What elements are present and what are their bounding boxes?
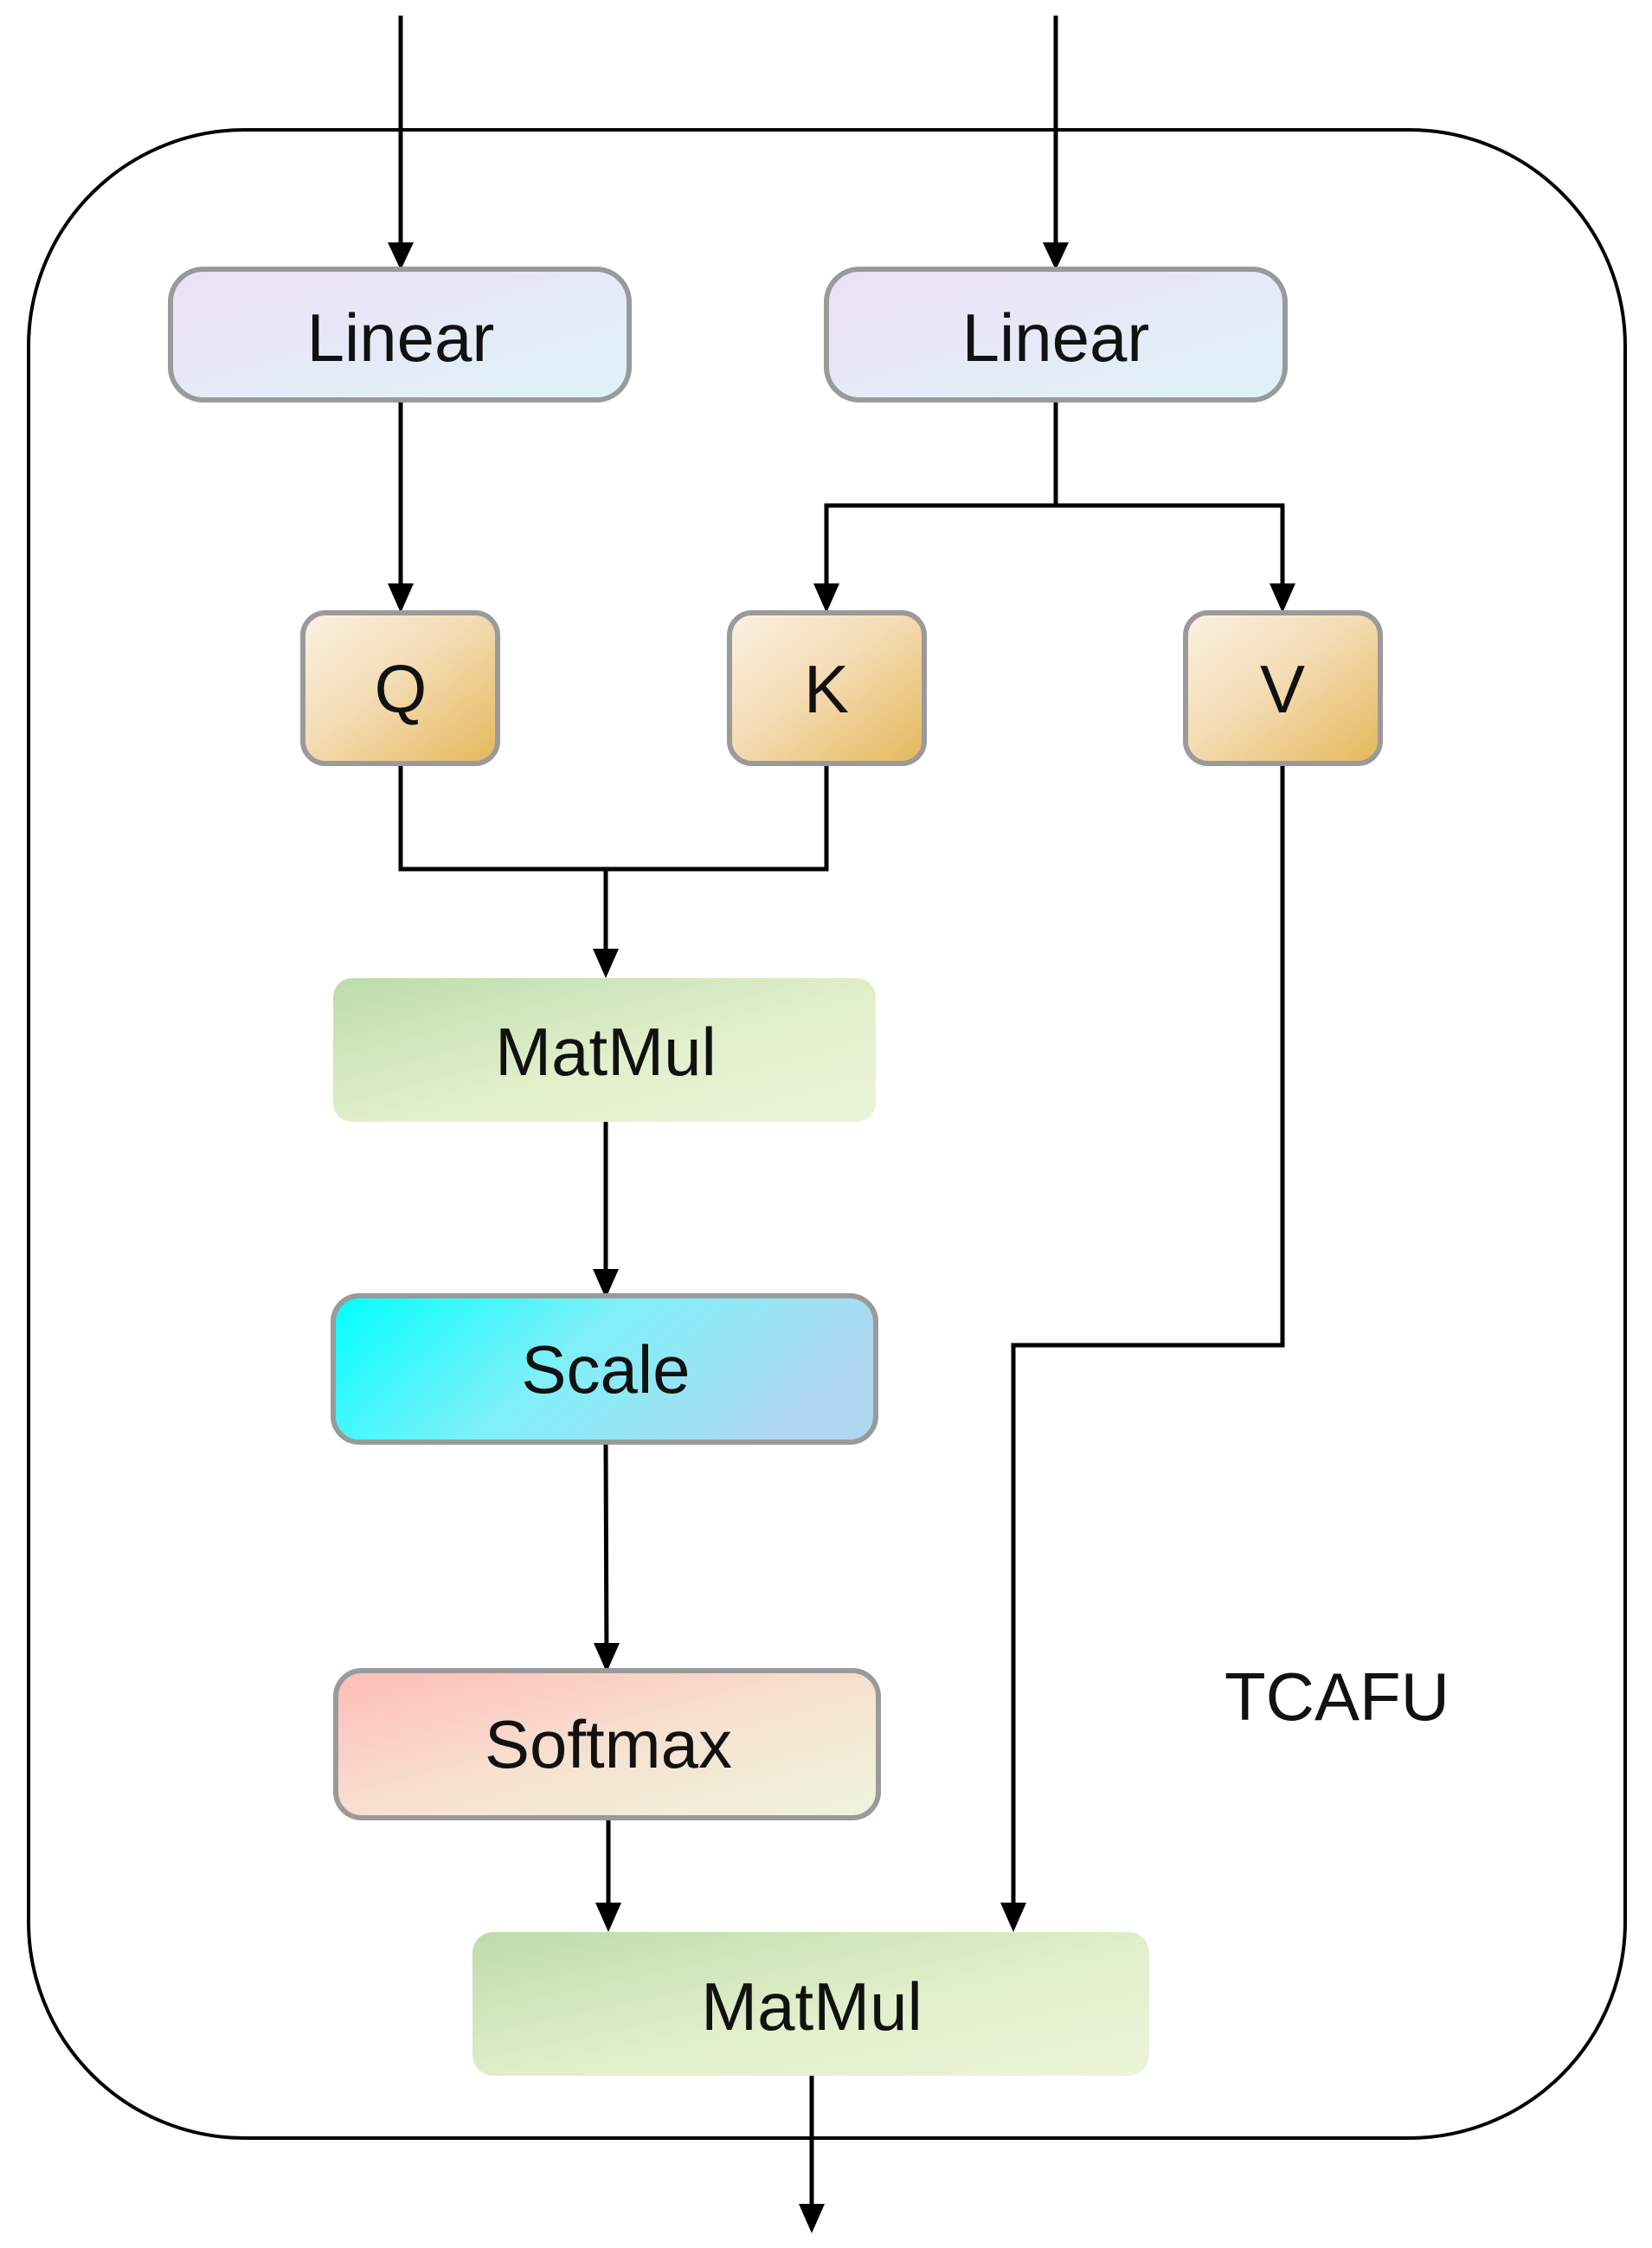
linear-node-right-label: Linear	[962, 300, 1150, 376]
k-node: K	[727, 610, 927, 766]
k-node-label: K	[804, 651, 849, 727]
matmul-node-2: MatMul	[472, 1932, 1149, 2076]
arrowhead-input-left	[388, 242, 414, 270]
arrowhead-matmul-2-right	[1000, 1903, 1026, 1932]
arrowhead-matmul-2-left	[595, 1903, 621, 1932]
scale-node: Scale	[331, 1293, 878, 1445]
module-label: TCAFU	[1225, 1659, 1450, 1735]
arrowhead-k	[813, 583, 839, 613]
softmax-node-label: Softmax	[485, 1706, 732, 1782]
arrowhead-scale	[593, 1269, 619, 1298]
scale-node-label: Scale	[521, 1331, 690, 1407]
arrowhead-q	[388, 583, 414, 613]
arrowhead-softmax	[594, 1643, 620, 1672]
linear-node-left: Linear	[168, 267, 632, 403]
v-to-matmul	[1011, 763, 1285, 1927]
linear-node-left-label: Linear	[307, 300, 495, 376]
linear-node-right: Linear	[824, 267, 1288, 403]
arrowhead-input-right	[1043, 242, 1069, 270]
matmul-node-1: MatMul	[333, 978, 876, 1122]
q-node: Q	[300, 610, 500, 766]
matmul-node-1-label: MatMul	[495, 1014, 717, 1090]
q-node-label: Q	[375, 651, 427, 727]
arrowhead-v	[1270, 583, 1295, 613]
v-node: V	[1183, 610, 1383, 766]
softmax-node: Softmax	[333, 1668, 881, 1820]
arrowhead-output	[799, 2204, 825, 2233]
scale-to-softmax	[603, 1441, 609, 1668]
module-boundary	[27, 128, 1627, 2140]
matmul-node-2-label: MatMul	[701, 1968, 922, 2045]
split-to-k	[824, 503, 1056, 606]
arrowhead-matmul-1	[593, 949, 619, 978]
q-k-merge	[398, 763, 829, 872]
connections	[388, 16, 1295, 2233]
v-node-label: V	[1260, 651, 1305, 727]
split-to-v	[1056, 503, 1285, 606]
